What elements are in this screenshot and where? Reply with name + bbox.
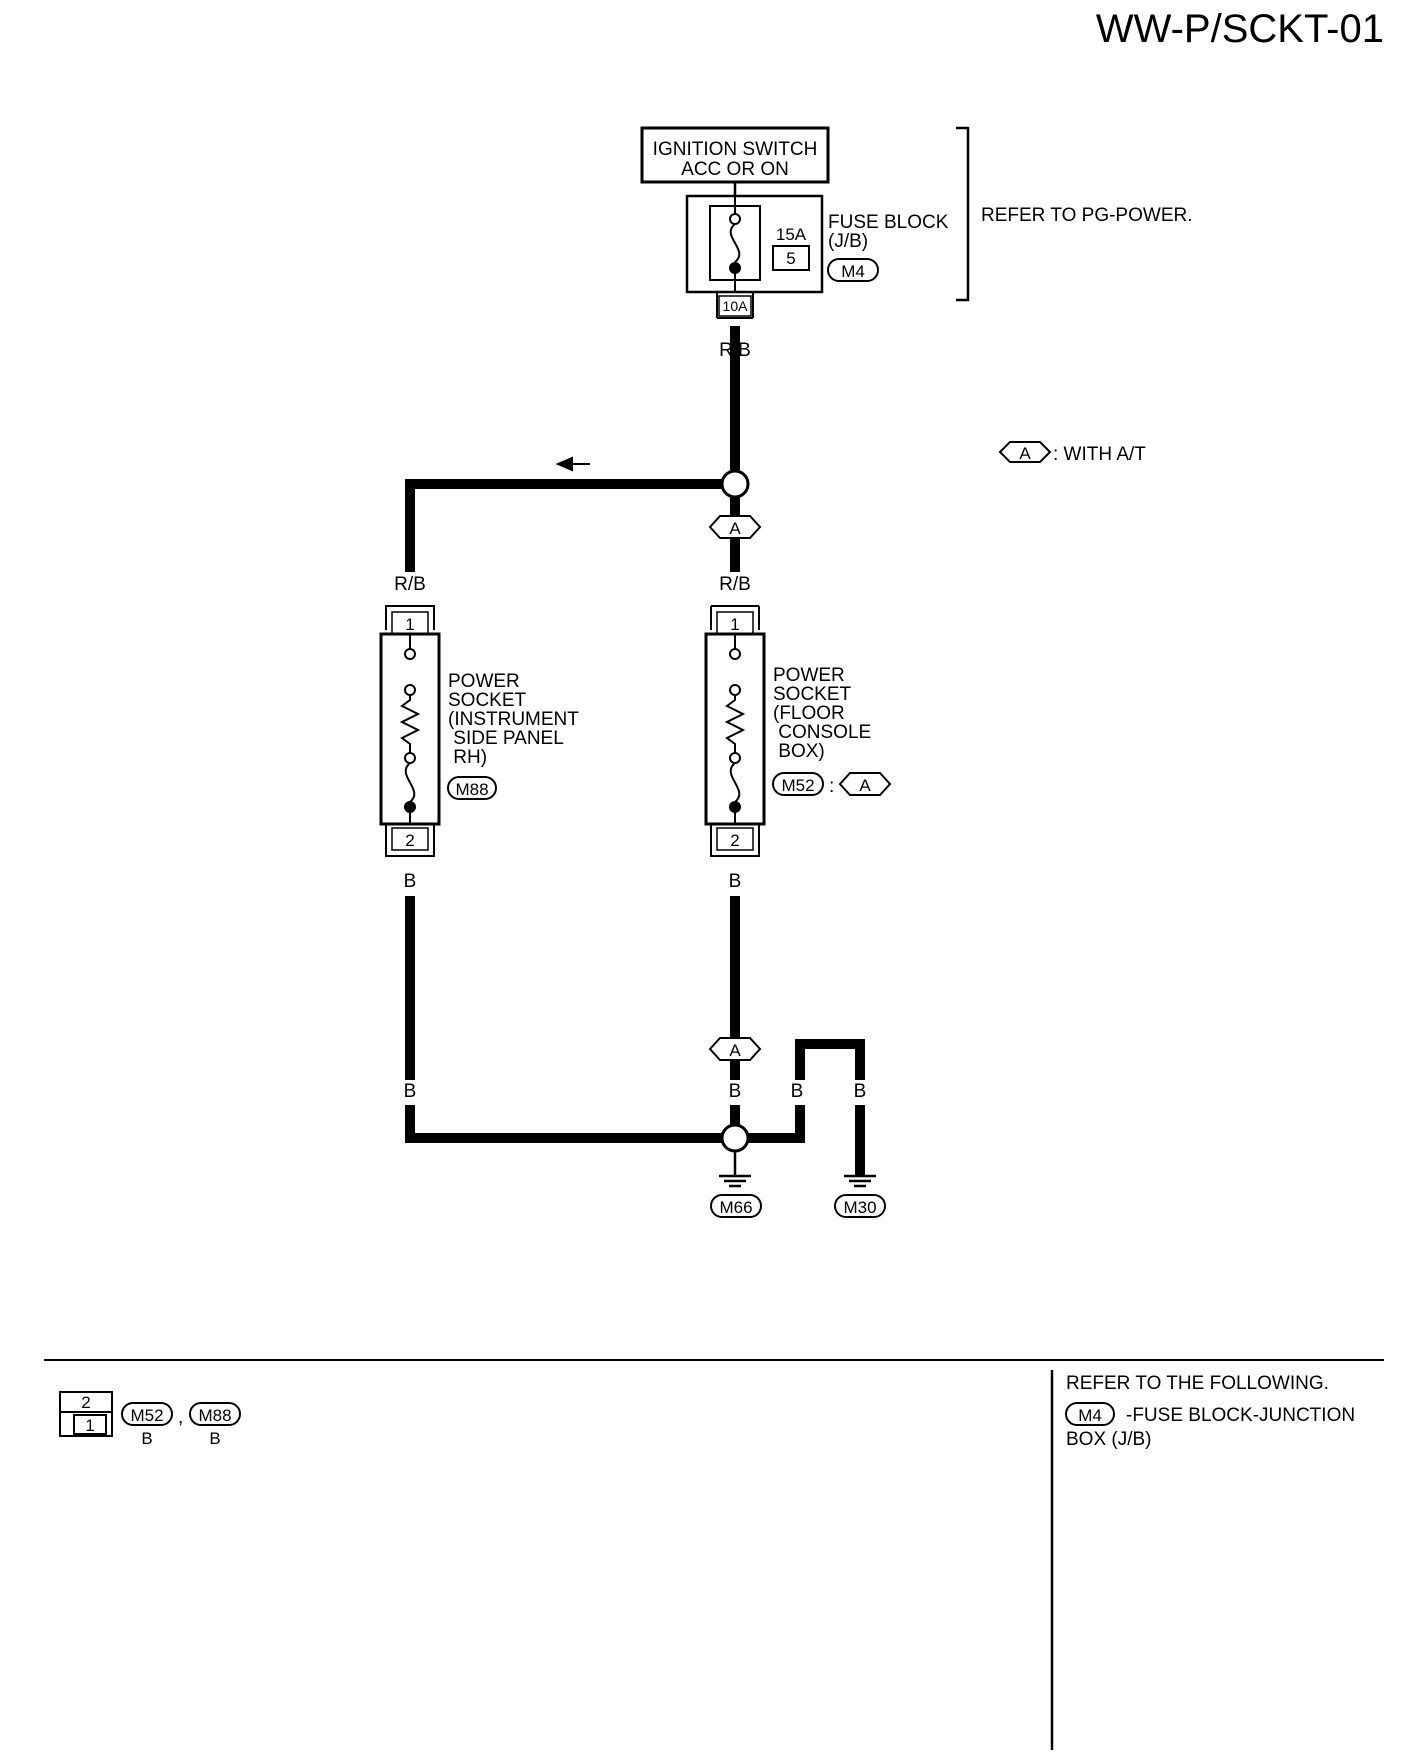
connector-m52-color: B — [141, 1429, 152, 1448]
socket-rh-label-line1: POWER — [448, 671, 520, 692]
refer-desc-line1: -FUSE BLOCK-JUNCTION — [1126, 1405, 1355, 1426]
reference-bracket: REFER TO PG-POWER. — [956, 126, 1193, 302]
connector-m88: M88 — [198, 1406, 231, 1425]
wire-rb-left — [405, 479, 722, 572]
wire-b-left-label-top: B — [404, 871, 417, 892]
fuse-block-terminal: 10A — [723, 298, 749, 314]
wire-b-loop — [748, 1039, 865, 1176]
ground-m30: M30 — [834, 1174, 886, 1218]
connector-m52: M52 — [130, 1406, 163, 1425]
fuse-number: 5 — [786, 249, 795, 268]
ground-m66-label: M66 — [719, 1198, 752, 1217]
socket-console-pin-bottom: 2 — [730, 831, 739, 850]
connector-face-diagram: 2 1 M52 , M88 B B — [59, 1391, 241, 1448]
socket-console-label-line2: SOCKET — [773, 684, 852, 705]
bracket-note: REFER TO PG-POWER. — [981, 205, 1193, 226]
direction-arrow-icon — [555, 456, 590, 472]
refer-title: REFER TO THE FOLLOWING. — [1066, 1373, 1329, 1394]
splice-upper — [720, 469, 750, 499]
socket-rh-label-line4: SIDE PANEL — [448, 728, 564, 749]
wire-b-left-bottom — [405, 1105, 722, 1143]
ignition-switch-line2: ACC OR ON — [681, 159, 789, 180]
wire-rb-main-label: R/B — [719, 340, 751, 361]
option-marker-lower-label: A — [729, 1041, 741, 1060]
fuse-block-label-line2: (J/B) — [828, 231, 868, 252]
connector-face-bottom: 1 — [85, 1416, 94, 1435]
wire-b-loop-label-left: B — [791, 1081, 804, 1102]
wire-b-center-label: B — [729, 1081, 742, 1102]
wire-rb-left-label: R/B — [394, 574, 426, 595]
socket-rh-label-line3: (INSTRUMENT — [448, 709, 579, 730]
ground-m66: M66 — [710, 1151, 762, 1218]
socket-console-label-line3: (FLOOR — [773, 703, 845, 724]
socket-rh-label-line2: SOCKET — [448, 690, 527, 711]
socket-console-label-line1: POWER — [773, 665, 845, 686]
socket-rh-connector: M88 — [455, 780, 488, 799]
legend-symbol: A — [1019, 444, 1031, 463]
socket-console-connector: M52 — [781, 776, 814, 795]
splice-lower — [720, 1123, 750, 1153]
socket-console-option: A — [859, 776, 871, 795]
legend-text: : WITH A/T — [1053, 444, 1146, 465]
connector-face-top: 2 — [81, 1393, 90, 1412]
socket-rh-pin-top: 1 — [405, 615, 414, 634]
socket-rh-pin-bottom: 2 — [405, 831, 414, 850]
wire-b-left-label-bottom: B — [404, 1081, 417, 1102]
connector-m88-color: B — [209, 1429, 220, 1448]
option-marker-upper-label: A — [729, 519, 741, 538]
refer-box: REFER TO THE FOLLOWING. M4 -FUSE BLOCK-J… — [1065, 1373, 1355, 1450]
refer-desc-line2: BOX (J/B) — [1066, 1429, 1152, 1450]
wire-rb-right-label: R/B — [719, 574, 751, 595]
socket-console-label-line5: BOX) — [773, 741, 825, 762]
ignition-switch-line1: IGNITION SWITCH — [653, 139, 818, 160]
fuse-symbol — [729, 223, 741, 263]
fuse-block-connector: M4 — [841, 262, 865, 281]
refer-connector: M4 — [1078, 1406, 1102, 1425]
wire-b-loop-label-right: B — [854, 1081, 867, 1102]
ignition-switch: IGNITION SWITCH ACC OR ON — [640, 126, 830, 184]
fuse-block: 15A 5 FUSE BLOCK (J/B) M4 10A — [685, 182, 949, 319]
fuse-block-label-line1: FUSE BLOCK — [828, 212, 949, 233]
socket-console-label-line4: CONSOLE — [773, 722, 871, 743]
socket-console-pin-top: 1 — [730, 615, 739, 634]
option-marker-lower: A — [708, 1037, 762, 1061]
diagram-code: WW-P/SCKT-01 — [1096, 7, 1384, 51]
fuse-rating: 15A — [776, 225, 807, 244]
socket-rh-label-line5: RH) — [448, 747, 487, 768]
ground-m30-label: M30 — [843, 1198, 876, 1217]
option-legend: A : WITH A/T — [998, 441, 1146, 465]
power-socket-console: 1 2 POWER SOCKET (FLOOR CONSOLE BOX) M52… — [704, 605, 892, 857]
connector-separator: , — [178, 1407, 183, 1428]
power-socket-rh: 1 2 POWER SOCKET (INSTRUMENT SIDE PANEL … — [379, 605, 579, 857]
wire-b-right-label-top: B — [729, 871, 742, 892]
option-marker-upper: A — [708, 497, 762, 572]
socket-console-separator: : — [829, 776, 834, 797]
